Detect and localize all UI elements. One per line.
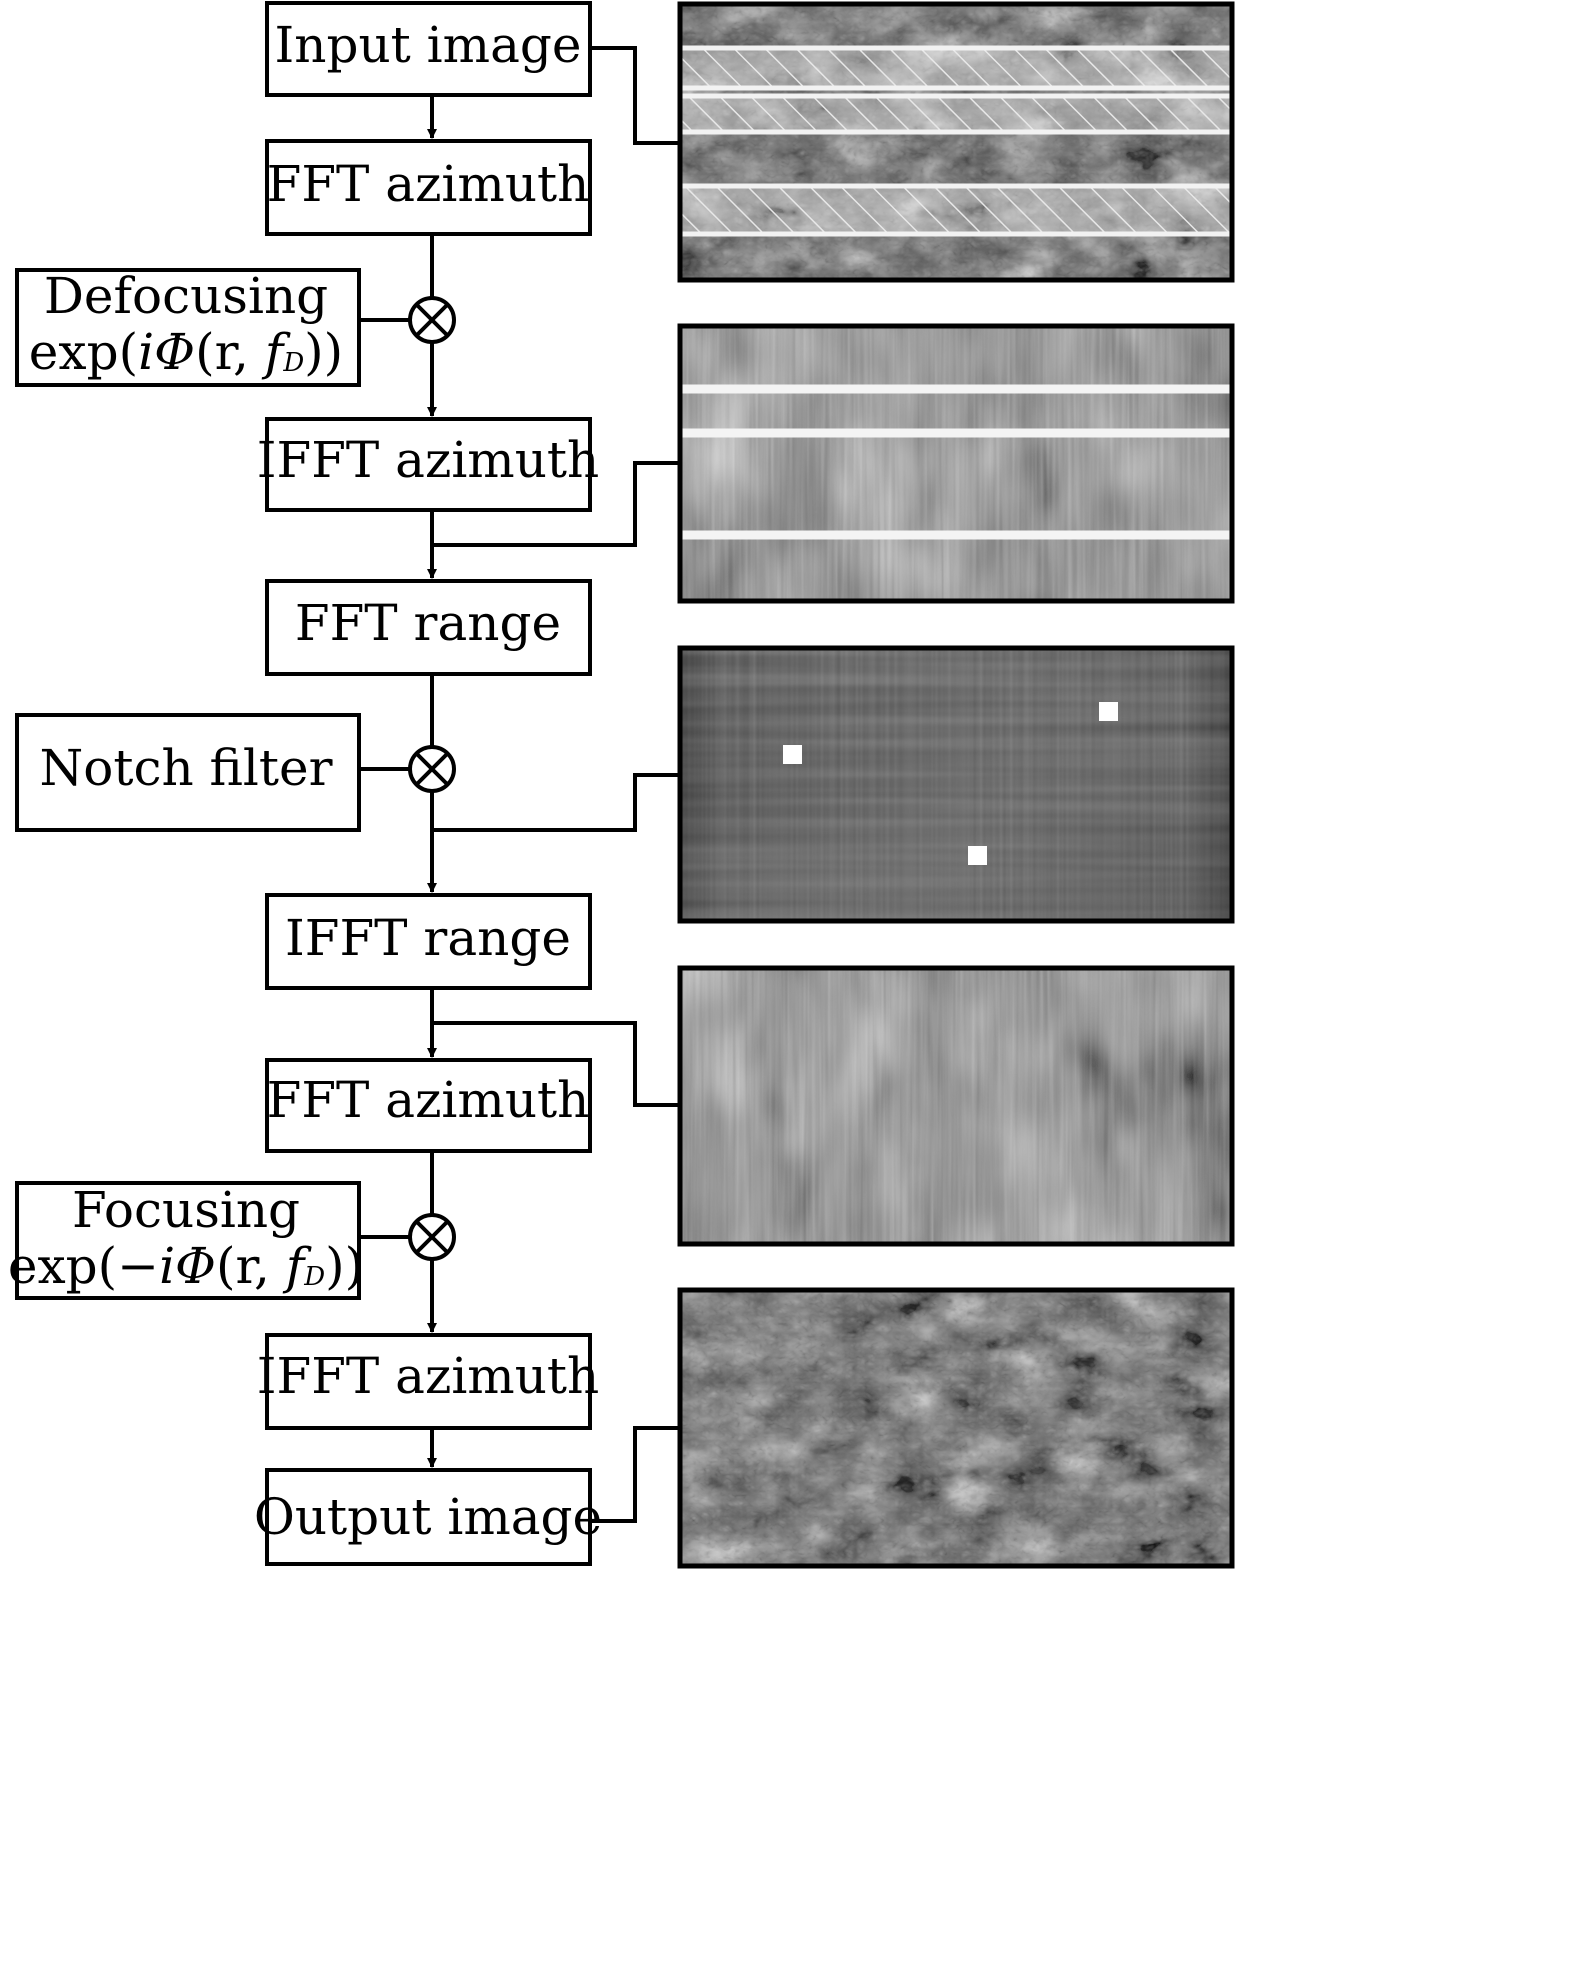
block-fft-azimuth-1: FFT azimuth — [265, 139, 592, 236]
focusing-formula: exp(−iΦ(r, fD)) — [8, 1237, 364, 1295]
block-focusing: Focusing exp(−iΦ(r, fD)) — [8, 1181, 364, 1300]
panel-defocused-filtered — [680, 968, 1232, 1244]
block-defocusing: Defocusing exp(iΦ(r, fD)) — [15, 267, 361, 387]
panel-range-spectrum — [680, 648, 1232, 921]
block-label: Output image — [254, 1488, 602, 1546]
panel-defocused-with-gaps — [680, 326, 1232, 601]
block-label: IFFT azimuth — [257, 431, 599, 489]
gap-stripe — [680, 48, 1232, 88]
panel-output-image — [680, 1290, 1232, 1566]
panel-input-image — [680, 4, 1232, 280]
notch-marker — [968, 846, 987, 865]
block-fft-azimuth-2: FFT azimuth — [265, 1058, 592, 1153]
notch-marker — [1099, 702, 1118, 721]
multiplier-node-defocusing — [408, 296, 456, 344]
block-ifft-azimuth-1: IFFT azimuth — [257, 417, 599, 512]
flow-connectors — [359, 46, 680, 1523]
block-ifft-azimuth-2: IFFT azimuth — [257, 1333, 599, 1430]
block-label: IFFT range — [285, 909, 571, 967]
block-label: IFFT azimuth — [257, 1347, 599, 1405]
gap-stripe — [680, 186, 1232, 234]
notch-marker — [783, 745, 802, 764]
gap-stripe — [680, 96, 1232, 132]
block-label: FFT range — [295, 594, 561, 652]
multiplier-node-focusing — [408, 1213, 456, 1261]
block-fft-range: FFT range — [265, 579, 592, 676]
block-notch-filter: Notch filter — [15, 713, 361, 832]
block-output-image: Output image — [254, 1468, 602, 1566]
block-label: Defocusing — [44, 267, 328, 325]
block-label: Notch filter — [40, 739, 333, 797]
block-label: Focusing — [72, 1181, 300, 1239]
multiplier-node-notch — [408, 745, 456, 793]
block-label: FFT azimuth — [267, 155, 590, 213]
block-ifft-range: IFFT range — [265, 893, 592, 990]
defocusing-formula: exp(iΦ(r, fD)) — [29, 323, 343, 381]
block-input-image: Input image — [265, 1, 592, 97]
block-label: FFT azimuth — [267, 1071, 590, 1129]
block-label: Input image — [275, 16, 582, 74]
